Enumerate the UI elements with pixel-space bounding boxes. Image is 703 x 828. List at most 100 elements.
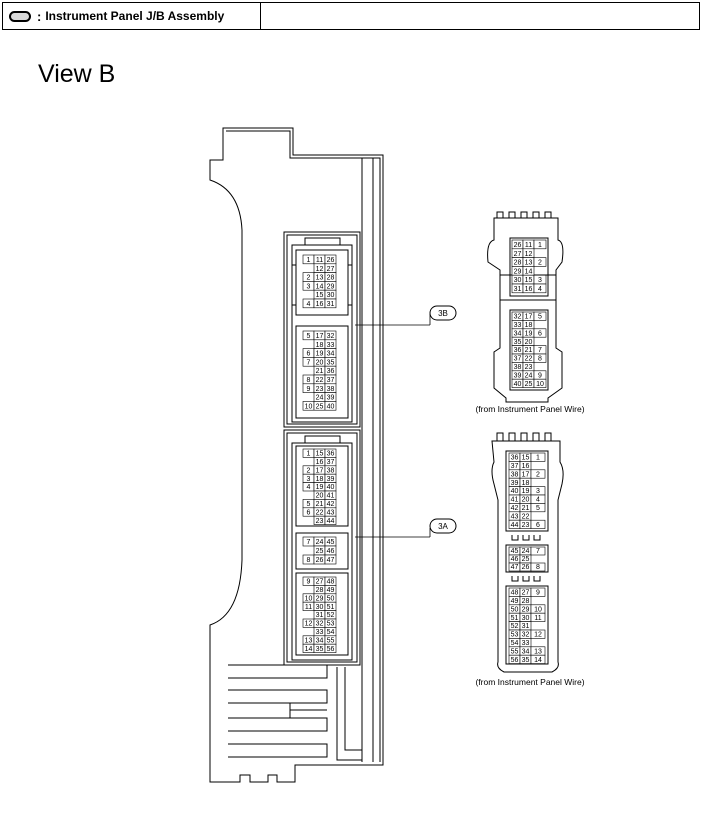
pin-number: 55 [327,637,335,644]
view-title: View B [38,60,116,88]
pin-number: 7 [307,539,311,546]
pin-number: 34 [316,637,324,644]
pin-cell [533,378,547,388]
pin-number: 20 [522,497,530,504]
pin-number: 17 [316,333,324,340]
pin-cell [530,519,546,529]
pin-number: 10 [536,381,544,388]
pin-number: 20 [316,359,324,366]
pin-number: 17 [522,471,530,478]
pin-number: 1 [307,451,311,458]
pin-number: 2 [536,471,540,478]
pin-number: 40 [327,484,335,491]
pin-number: 19 [316,484,324,491]
pin-number: 50 [327,595,335,602]
pin-number: 47 [511,564,519,571]
pin-number: 31 [522,623,530,630]
pin-number: 40 [514,381,522,388]
pin-number: 45 [511,548,519,555]
pin-cell [530,503,546,513]
pin-number: 15 [522,455,530,462]
pin-number: 28 [327,275,335,282]
pin-number: 20 [316,493,324,500]
pin-number: 6 [538,330,542,337]
pin-number: 46 [511,556,519,563]
pin-number: 24 [316,395,324,402]
pin-number: 37 [511,463,519,470]
jb-housing [209,127,384,783]
pin-number: 12 [316,266,324,273]
pin-number: 25 [525,381,533,388]
pin-number: 16 [525,286,533,293]
pin-cell [533,353,547,363]
pin-number: 31 [316,612,324,619]
pin-number: 47 [327,557,335,564]
pin-number: 3 [307,283,311,290]
callout-label-3b: 3B [438,309,448,318]
pin-number: 19 [525,330,533,337]
pin-number: 30 [514,277,522,284]
pin-cell [533,283,547,294]
pin-number: 16 [522,463,530,470]
pin-number: 44 [327,518,335,525]
pin-number: 39 [514,372,522,379]
pin-cell [530,469,546,479]
pin-number: 2 [538,260,542,267]
pin-cell [324,643,337,653]
pin-number: 16 [316,301,324,308]
pin-cell [530,562,546,572]
pin-number: 31 [514,286,522,293]
pin-cell [530,629,546,639]
pin-number: 42 [327,501,335,508]
pin-number: 27 [514,251,522,258]
pin-number: 25 [316,403,324,410]
legend-separator: : [37,8,42,24]
pin-number: 34 [522,648,530,655]
pin-number: 19 [316,351,324,358]
pin-number: 13 [316,275,324,282]
pin-number: 40 [511,488,519,495]
pin-number: 30 [316,604,324,611]
pin-number: 15 [316,451,324,458]
pin-cell [324,554,337,565]
jb-connector-3a-frame [283,429,361,666]
pin-number: 41 [327,493,335,500]
pin-number: 53 [511,632,519,639]
pin-number: 26 [316,557,324,564]
pin-number: 33 [327,342,335,349]
pin-number: 51 [511,615,519,622]
pin-number: 38 [514,364,522,371]
pin-number: 6 [307,509,311,516]
pin-number: 39 [327,476,335,483]
pin-number: 4 [307,484,311,491]
pin-number: 26 [327,257,335,264]
pin-number: 34 [514,330,522,337]
pin-number: 22 [316,509,324,516]
pin-number: 35 [316,646,324,653]
pin-number: 50 [511,606,519,613]
pin-number: 1 [536,455,540,462]
pin-cell [533,328,547,338]
pin-number: 8 [536,564,540,571]
pin-number: 23 [316,518,324,525]
pin-number: 1 [538,242,542,249]
pin-number: 56 [511,657,519,664]
pin-number: 32 [514,314,522,321]
pin-number: 6 [536,522,540,529]
pin-cell [530,546,546,556]
pin-number: 27 [316,579,324,586]
legend-text: Instrument Panel J/B Assembly [45,9,225,23]
pin-number: 14 [316,283,324,290]
pin-cell [530,612,546,622]
pin-number: 4 [536,497,540,504]
pin-number: 32 [327,333,335,340]
pin-number: 26 [514,242,522,249]
pin-number: 27 [327,266,335,273]
pin-number: 49 [327,587,335,594]
pin-number: 14 [534,657,542,664]
